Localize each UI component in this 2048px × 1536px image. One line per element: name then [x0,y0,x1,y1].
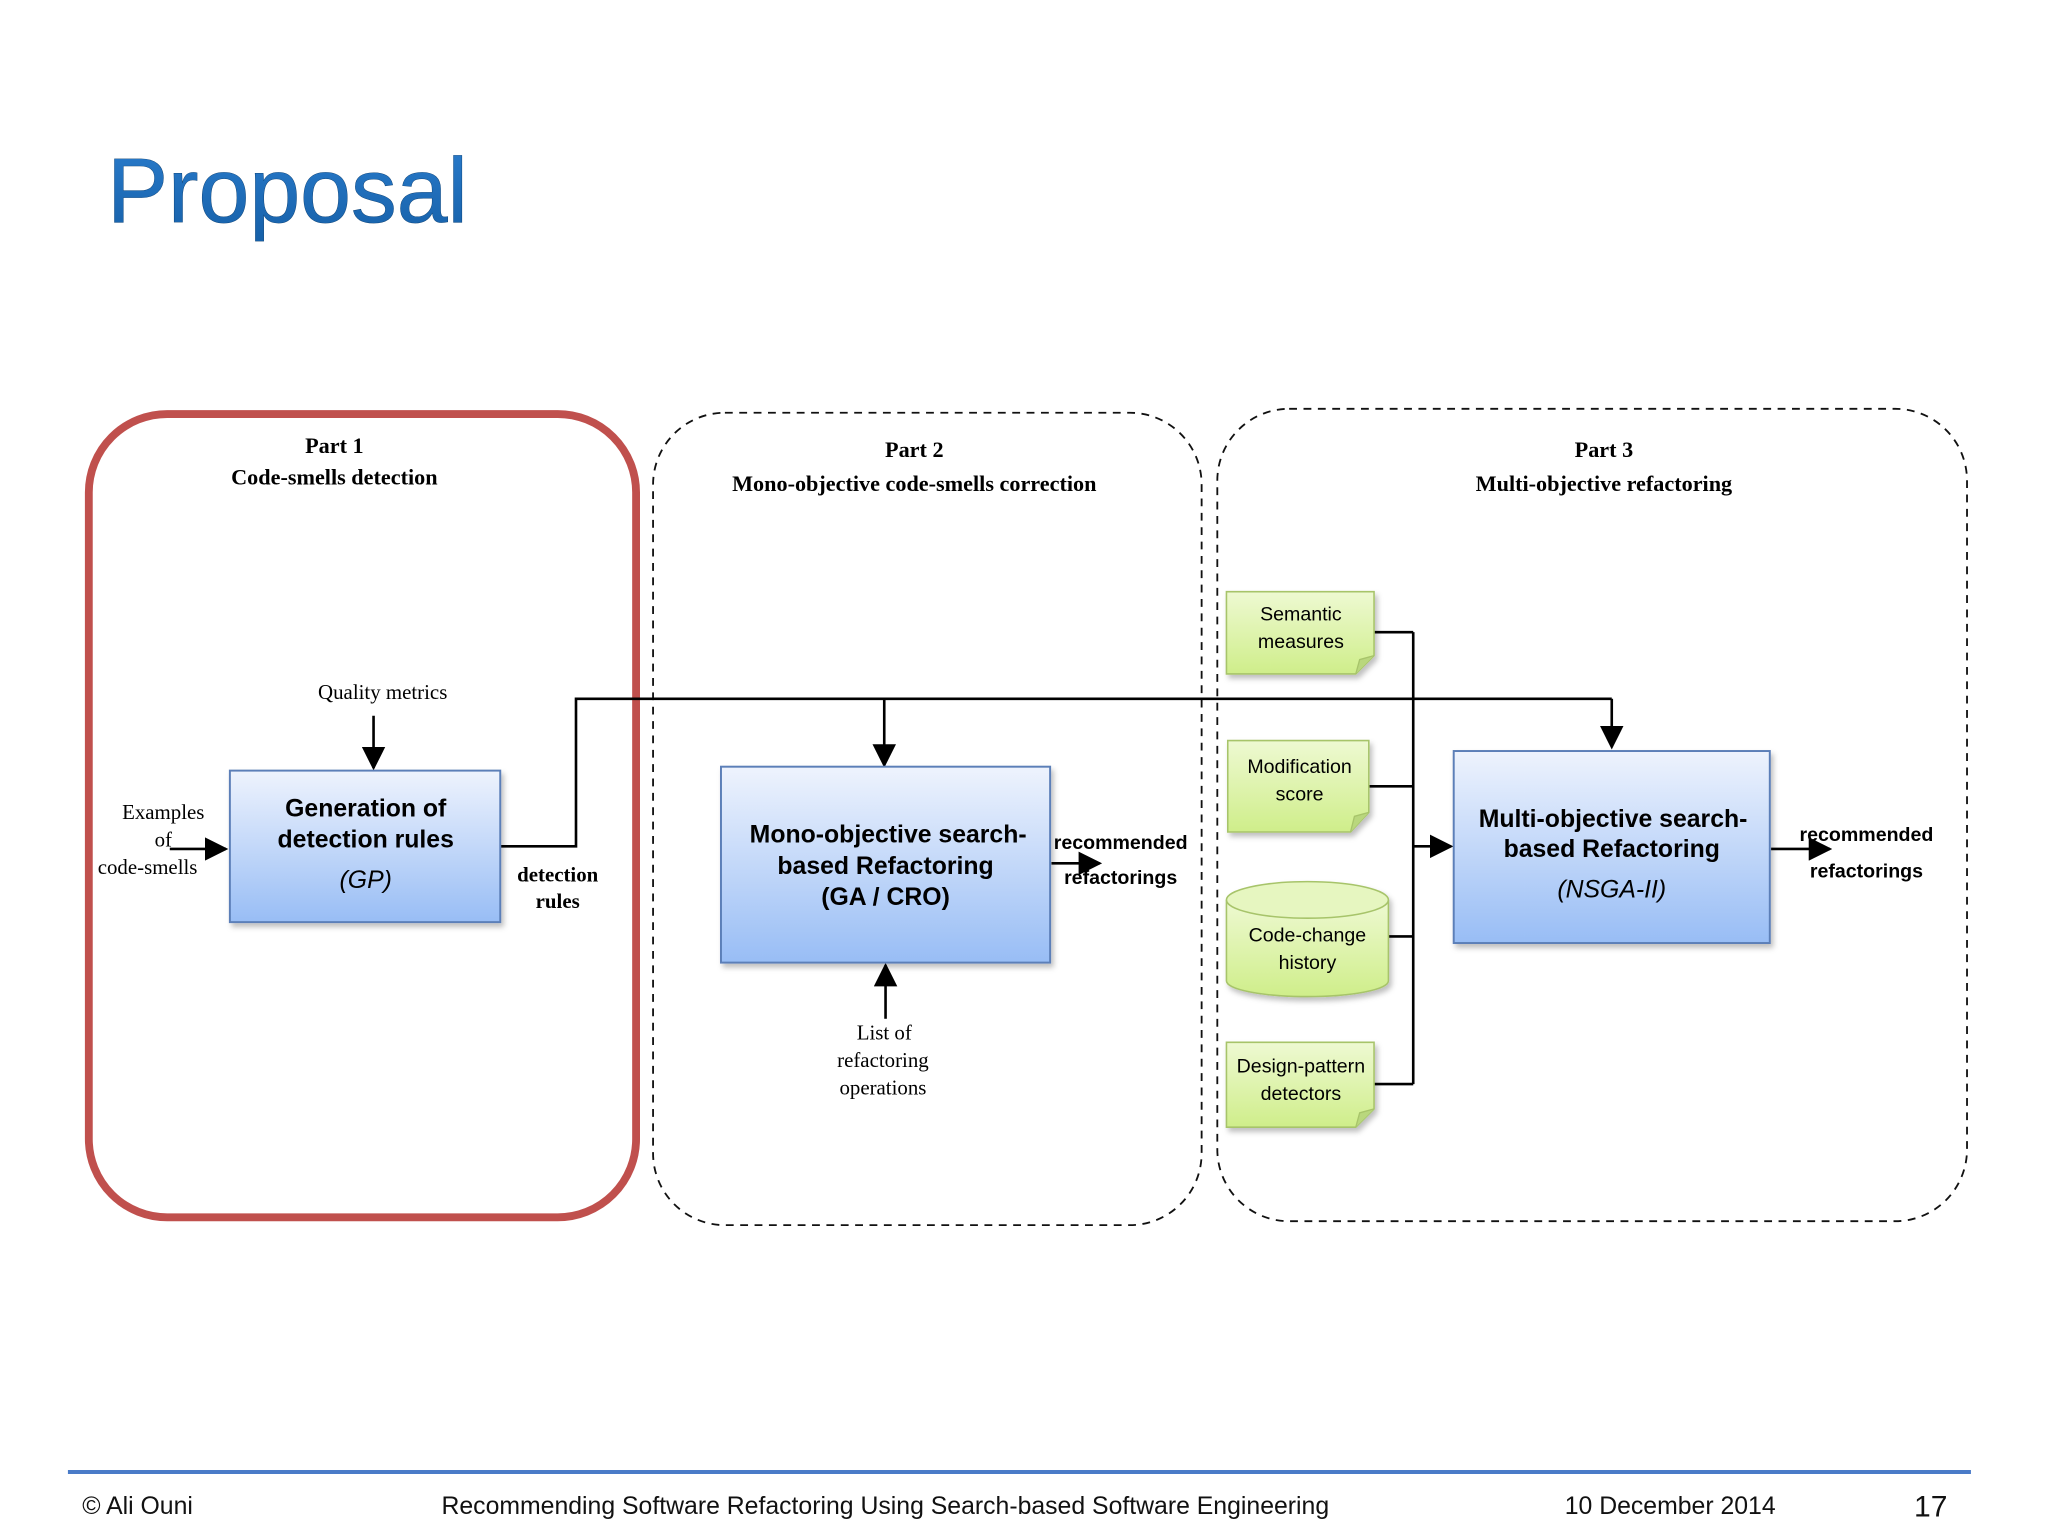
gp-process-box [228,769,502,924]
quality-metrics-label: Quality metrics [318,680,447,704]
footer-author: © Ali Ouni [82,1493,193,1520]
line-detection-rules [500,697,1612,848]
examples-line2: of [155,827,172,851]
part2-heading: Part 2 [885,437,944,462]
footer-page-number: 17 [1914,1490,1947,1523]
part3-output-line1: recommended [1800,824,1934,846]
operations-line3: operations [839,1076,926,1100]
history-line2: history [1279,952,1337,974]
examples-line1: Examples [122,800,204,824]
mono-box-line1: Mono-objective search- [750,821,1027,848]
history-line1: Code-change [1249,925,1367,947]
multi-box-line1: Multi-objective search- [1479,806,1748,833]
part2-output-line1: recommended [1054,832,1188,854]
connectors [169,630,1833,1086]
part3-heading: Part 3 [1575,437,1634,462]
gp-box-method: (GP) [340,867,392,894]
part1-subheading: Code-smells detection [231,465,437,490]
part3-frame [1216,407,1968,1223]
mono-box-line2: based Refactoring [777,853,993,880]
slide-title: Proposal [107,140,468,242]
gp-box-line2: detection rules [278,827,454,854]
detection-rules-line2: rules [536,889,580,913]
operations-line2: refactoring [837,1048,929,1072]
mono-box-method: (GA / CRO) [821,884,950,911]
semantic-line2: measures [1258,631,1344,653]
design-line2: detectors [1261,1083,1342,1105]
modification-line1: Modification [1247,756,1351,778]
design-line1: Design-pattern [1237,1055,1365,1077]
part3-output-line2: refactorings [1810,861,1923,883]
part2-subheading: Mono-objective code-smells correction [732,471,1096,496]
examples-label: Examples of code-smells [98,800,205,879]
semantic-line1: Semantic [1260,603,1342,625]
multi-box-line2: based Refactoring [1504,836,1720,863]
footer-talk-title: Recommending Software Refactoring Using … [441,1493,1329,1520]
part2-frame [652,411,1203,1227]
modification-score-note [1226,739,1370,833]
code-change-history-database [1225,880,1390,998]
modification-line2: score [1276,784,1324,806]
footer-date: 10 December 2014 [1565,1493,1776,1520]
multi-box-method: (NSGA-II) [1557,876,1666,903]
detection-rules-line1: detection [517,863,599,887]
semantic-measures-note [1225,590,1375,675]
mono-objective-process-box [719,765,1052,964]
part1-heading: Part 1 [305,433,364,458]
operations-line1: List of [857,1021,912,1045]
operations-label: List of refactoring operations [837,1021,929,1100]
design-pattern-detectors-note [1225,1041,1375,1128]
part2-output-line2: refactorings [1064,867,1177,889]
part1-highlight-frame [84,410,640,1222]
multi-objective-process-box [1452,750,1771,944]
part3-subheading: Multi-objective refactoring [1476,471,1733,496]
gp-box-line1: Generation of [285,795,447,822]
examples-line3: code-smells [98,855,198,879]
